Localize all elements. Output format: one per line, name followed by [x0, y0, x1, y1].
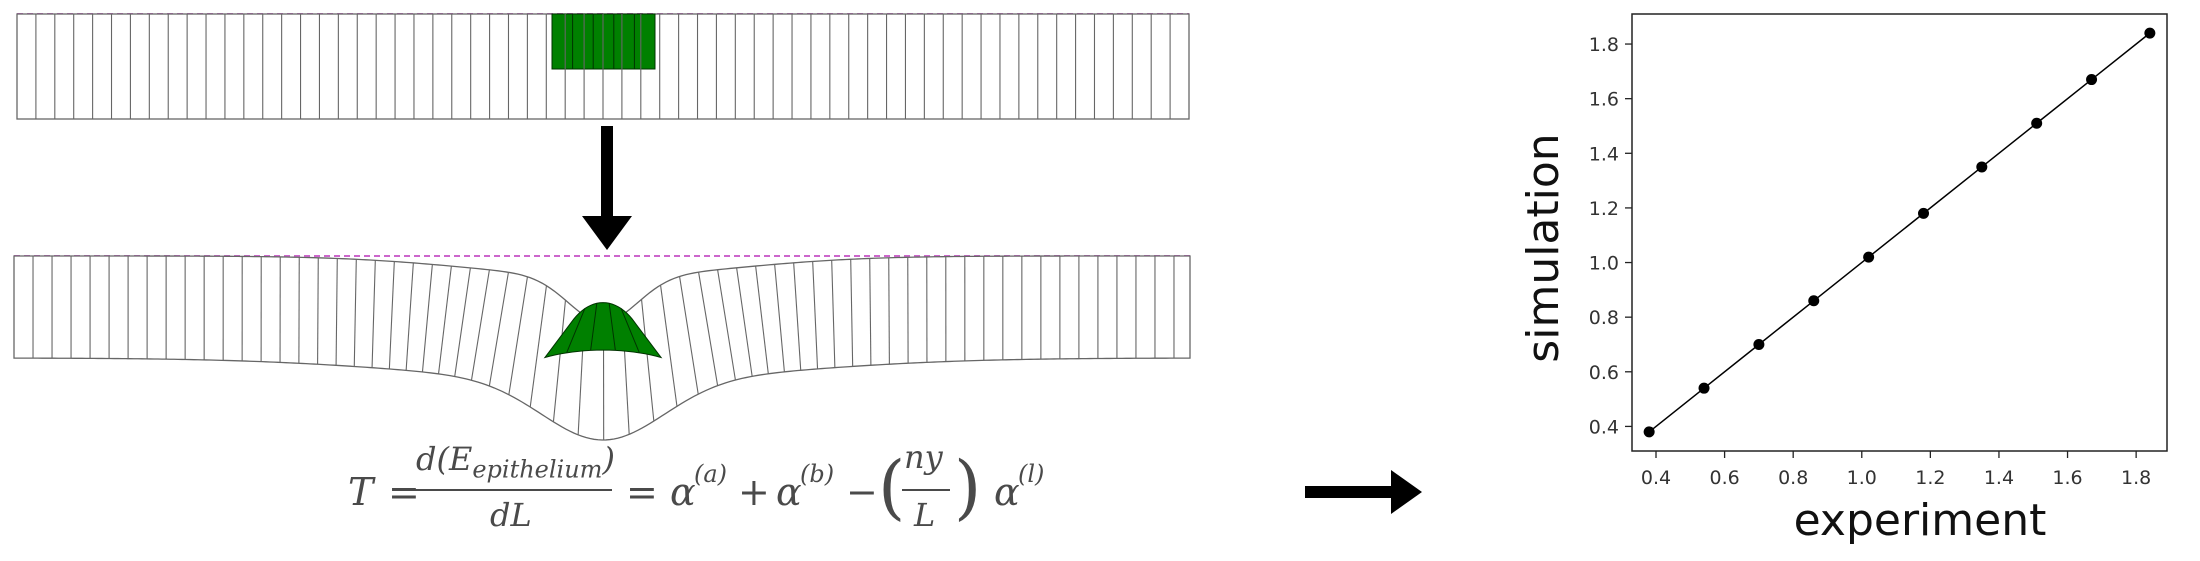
data-point	[2031, 117, 2043, 129]
superscript-b: (b)	[800, 460, 835, 488]
alpha-l: α	[994, 470, 1020, 514]
y-tick-label: 1.8	[1589, 34, 1619, 56]
cell-wall	[488, 272, 509, 387]
cell-wall	[371, 260, 376, 368]
cell-wall	[470, 269, 490, 381]
flat-epithelium	[16, 13, 1190, 120]
minus-sign: −	[846, 470, 878, 514]
fraction2-numerator: ny	[904, 438, 943, 476]
highlighted-cell-wall	[608, 303, 616, 351]
y-tick-label: 0.4	[1589, 416, 1619, 438]
cell-wall	[812, 261, 819, 369]
y-tick-label: 1.6	[1589, 89, 1619, 111]
highlighted-cells	[543, 302, 663, 359]
y-tick-label: 0.6	[1589, 362, 1619, 384]
series-polyline	[1648, 32, 2151, 433]
data-point	[1698, 382, 1710, 394]
x-tick-label: 1.6	[2052, 467, 2082, 489]
cell-wall	[437, 266, 452, 374]
y-tick-label: 0.8	[1589, 307, 1619, 329]
cell-wall	[454, 267, 471, 377]
data-point	[1976, 161, 1988, 173]
plus-sign: +	[738, 470, 770, 514]
equals-sign-1: =	[388, 470, 420, 514]
cell-wall	[660, 285, 678, 407]
x-tick-label: 0.4	[1641, 467, 1671, 489]
cell-wall	[640, 299, 655, 422]
data-point	[2144, 27, 2156, 39]
cell-wall	[755, 265, 769, 374]
series-points	[1643, 27, 2156, 438]
cell-wall	[335, 258, 338, 366]
highlighted-cell-wall	[620, 308, 640, 354]
x-tick-label: 1.2	[1915, 467, 1945, 489]
x-axis-ticks: 0.4 0.6 0.8 1.0 1.2 1.4 1.6 1.8	[1641, 451, 2151, 489]
cell-wall	[353, 259, 357, 367]
tension-equation: T = d(Eepithelium) dL = α (a) + α (b) − …	[340, 420, 1100, 560]
cell-wall	[736, 267, 753, 377]
cell-wall	[529, 285, 547, 408]
cell-wall	[888, 257, 890, 365]
cell-wall	[717, 269, 736, 381]
cell-wall	[698, 272, 719, 386]
equation-lhs: T	[348, 470, 374, 514]
cell-wall	[552, 300, 567, 422]
fraction2-bar	[902, 489, 950, 491]
alpha-a: α	[670, 470, 696, 514]
x-tick-label: 1.0	[1847, 467, 1877, 489]
cell-wall	[508, 276, 528, 395]
x-tick-label: 0.6	[1709, 467, 1739, 489]
data-point	[1863, 251, 1875, 263]
y-tick-label: 1.0	[1589, 253, 1619, 275]
cell-wall	[831, 260, 836, 368]
series-line	[1648, 32, 2151, 433]
superscript-l: (l)	[1018, 460, 1045, 488]
highlighted-cell-wall	[566, 308, 586, 354]
cell-wall	[317, 257, 319, 365]
x-axis-label: experiment	[1794, 495, 2047, 546]
x-tick-label: 0.8	[1778, 467, 1808, 489]
fraction2-denominator: L	[914, 496, 936, 534]
fraction-denominator: dL	[490, 496, 532, 534]
cell-wall	[850, 259, 854, 367]
data-point	[2086, 74, 2098, 86]
y-axis-ticks: 0.4 0.6 0.8 1.0 1.2 1.4 1.6 1.8	[1589, 34, 1632, 438]
plot-area-frame	[1631, 13, 2168, 452]
x-tick-label: 1.4	[1984, 467, 2014, 489]
cell-wall	[405, 262, 414, 371]
right-paren: )	[954, 446, 982, 528]
x-tick-label: 1.8	[2121, 467, 2151, 489]
alpha-b: α	[776, 470, 802, 514]
cell-wall	[793, 262, 802, 371]
superscript-a: (a)	[694, 460, 728, 488]
cell-wall	[421, 264, 433, 373]
data-point	[1808, 295, 1820, 307]
data-point	[1918, 207, 1930, 219]
scatter-chart: 0.4 0.6 0.8 1.0 1.2 1.4 1.6 1.8 0.4 0.6 0.8 1.0 1.2…	[1518, 13, 2168, 546]
fraction-bar	[414, 489, 612, 491]
cell-wall	[774, 264, 785, 372]
equals-sign-2: =	[626, 470, 658, 514]
y-axis-label: simulation	[1518, 133, 1569, 362]
cell-wall	[869, 258, 872, 366]
y-tick-label: 1.4	[1589, 143, 1619, 165]
data-point	[1753, 338, 1765, 350]
cell-wall	[679, 276, 699, 395]
left-paren: (	[878, 446, 906, 528]
down-arrow-icon	[582, 126, 632, 250]
right-arrow-icon	[1305, 470, 1422, 514]
fraction-numerator: d(Eepithelium)	[416, 440, 615, 484]
bent-epithelium	[13, 255, 1193, 441]
y-tick-label: 1.2	[1589, 198, 1619, 220]
highlighted-cell-wall	[590, 303, 598, 351]
data-point	[1643, 426, 1655, 438]
cell-wall	[388, 261, 395, 370]
